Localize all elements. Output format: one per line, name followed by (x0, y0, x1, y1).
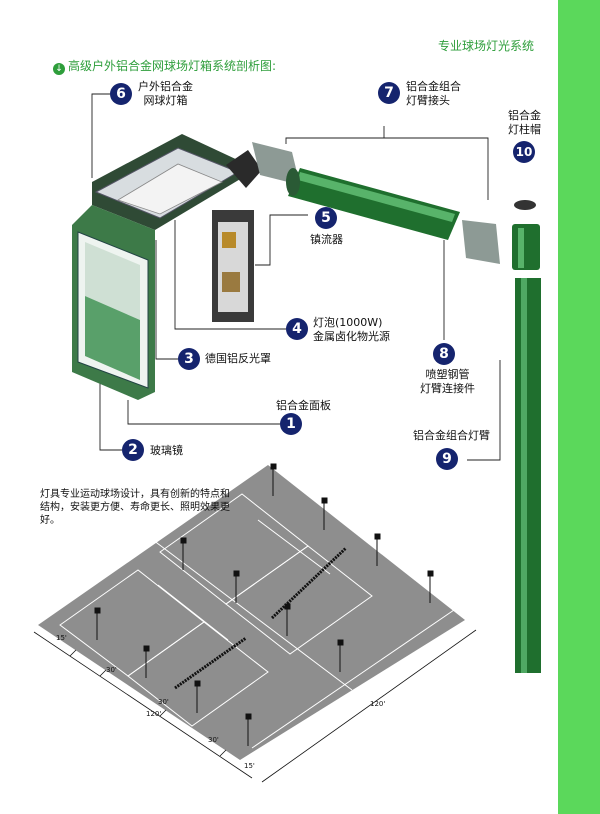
dim-120-left: 120' (146, 710, 161, 718)
ballast-drawing (212, 150, 262, 322)
callout-5-label: 镇流器 (310, 233, 343, 246)
callout-4-badge: 4 (286, 318, 308, 340)
callout-10-label: 铝合金 灯柱帽 (508, 109, 541, 136)
callout-6-label: 户外铝合金 网球灯箱 (138, 80, 193, 107)
dim-15-right: 15' (244, 762, 255, 770)
download-icon: ↓ (53, 63, 65, 75)
dim-30-b: 30' (158, 698, 169, 706)
callout-8-label: 喷塑钢管 灯臂连接件 (420, 368, 475, 395)
callout-9-label: 铝合金组合灯臂 (413, 429, 490, 442)
dim-120-right: 120' (370, 700, 385, 708)
callout-9-badge: 9 (436, 448, 458, 470)
dim-30-a: 30' (106, 666, 117, 674)
callout-10-badge: 10 (513, 141, 535, 163)
lamp-housing-drawing (72, 134, 242, 400)
callout-7-label: 铝合金组合 灯臂接头 (406, 80, 461, 107)
callout-3-badge: 3 (178, 348, 200, 370)
lamp-arm-drawing (252, 142, 500, 264)
callout-8-badge: 8 (433, 343, 455, 365)
dim-15-left: 15' (56, 634, 67, 642)
product-description: 灯具专业运动球场设计，具有创新的特点和结构，安装更方便、寿命更长、照明效果更好。 (40, 489, 230, 526)
callout-3-label: 德国铝反光罩 (205, 352, 271, 365)
callout-2-label: 玻璃镜 (150, 444, 183, 457)
section-title-text: 高级户外铝合金网球场灯箱系统剖析图: (68, 59, 277, 73)
callout-1-badge: 1 (280, 413, 302, 435)
page-header: 专业球场灯光系统 (438, 39, 535, 53)
section-title: ↓高级户外铝合金网球场灯箱系统剖析图: (53, 57, 276, 75)
dim-30-c: 30' (208, 736, 219, 744)
callout-5-badge: 5 (315, 207, 337, 229)
callout-1-label: 铝合金面板 (276, 399, 331, 412)
court-dimensions (33, 629, 477, 783)
callout-7-badge: 7 (378, 82, 400, 104)
tennis-courts (38, 463, 465, 760)
callout-2-badge: 2 (122, 439, 144, 461)
callout-4-label: 灯泡(1000W) 金属卤化物光源 (313, 316, 390, 343)
right-sidebar-strip (558, 0, 600, 814)
leader-lines (91, 93, 501, 461)
light-pole-drawing (512, 200, 541, 673)
callout-6-badge: 6 (110, 83, 132, 105)
